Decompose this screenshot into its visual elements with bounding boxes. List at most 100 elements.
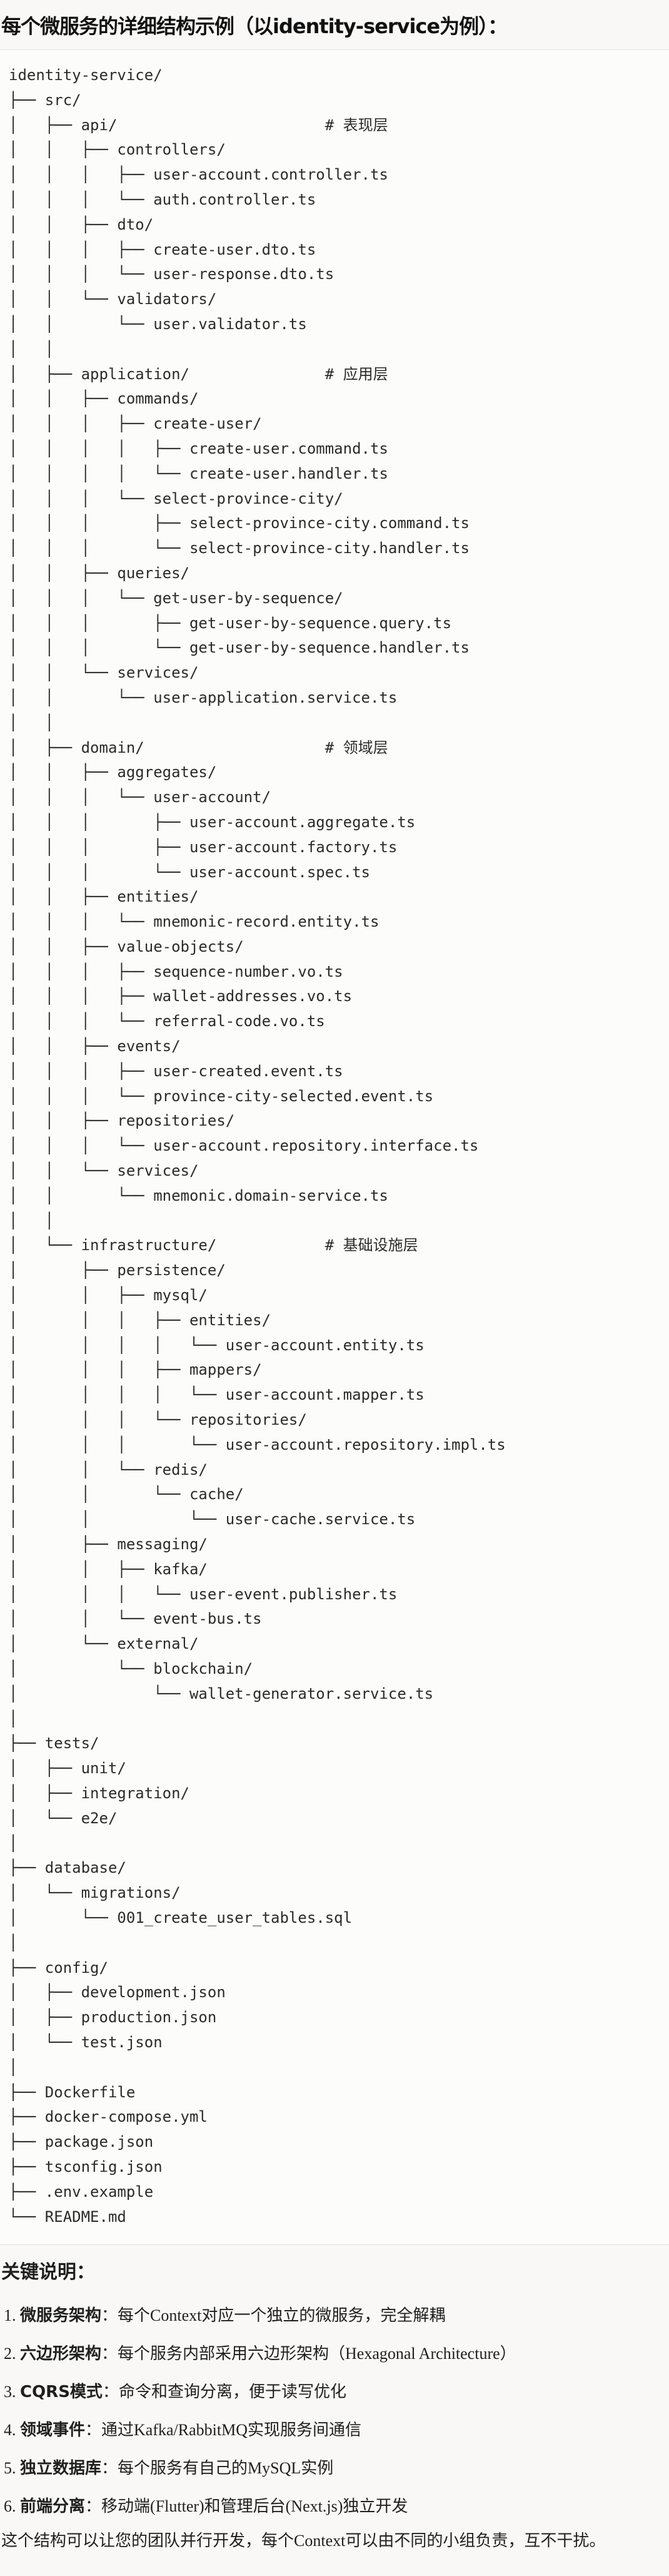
note-description: 命令和查询分离，便于读写优化 [118,2383,346,2401]
tree-line: │ └── external/ [9,1635,199,1653]
tree-line: │ │ │ ├── user-account.aggregate.ts [9,813,416,831]
note-separator: ： [101,2344,118,2363]
tree-line: │ │ │ └── auth.controller.ts [9,190,316,208]
tree-line: │ │ │ ├── select-province-city.command.t… [9,514,470,532]
page-title: 每个微服务的详细结构示例（以identity-service为例）： [1,14,508,38]
note-separator: ： [101,2459,118,2478]
tree-line: ├── .env.example [9,2182,154,2201]
tree-line: ├── package.json [9,2133,154,2151]
tree-line: │ │ [9,713,54,731]
note-item: 6. 前端分离：移动端(Flutter)和管理后台(Next.js)独立开发 [1,2487,669,2525]
tree-line: ├── database/ [9,1859,126,1877]
tree-line: │ ├── api/ # 表现层 [9,116,388,134]
note-term: 领域事件 [20,2421,86,2440]
tree-line: │ └── 001_create_user_tables.sql [9,1908,353,1927]
tree-line: │ │ │ ├── mappers/ [9,1361,262,1379]
tree-line: │ │ │ └── select-province-city.handler.t… [9,539,470,557]
tree-line: │ │ ├── dto/ [9,215,154,233]
tree-line: │ │ │ └── user-response.dto.ts [9,265,334,283]
closing-paragraph: 这个结构可以让您的团队并行开发，每个Context可以由不同的小组负责，互不干扰… [1,2532,606,2550]
note-item: 5. 独立数据库：每个服务有自己的MySQL实例 [1,2449,669,2487]
tree-line: │ │ [9,340,54,358]
tree-line: │ [9,1834,18,1852]
tree-line: │ │ │ └── select-province-city/ [9,489,343,507]
note-description: 每个服务有自己的MySQL实例 [118,2459,334,2478]
note-term: 六边形架构 [20,2344,102,2364]
tree-line: │ ├── application/ # 应用层 [9,365,388,383]
note-description: 每个服务内部采用六边形架构（Hexagonal Architecture） [118,2344,516,2363]
tree-line: │ │ │ ├── wallet-addresses.vo.ts [9,987,353,1005]
note-term: CQRS模式 [20,2383,103,2402]
tree-line: ├── src/ [9,91,81,109]
tree-line: │ └── test.json [9,2033,163,2051]
tree-line: │ ├── unit/ [9,1759,126,1778]
tree-line: ├── config/ [9,1958,108,1977]
tree-line: │ │ └── redis/ [9,1460,208,1479]
tree-line: │ │ ├── events/ [9,1037,181,1056]
note-separator: ： [102,2383,119,2401]
tree-line: │ │ └── cache/ [9,1485,244,1504]
note-number: 3. [4,2383,16,2401]
tree-line: │ │ ├── commands/ [9,390,199,408]
tree-line: │ │ │ └── user-account/ [9,788,271,807]
tree-line: ├── docker-compose.yml [9,2108,208,2126]
tree-line: ├── Dockerfile [9,2083,136,2101]
tree-line: │ │ └── user.validator.ts [9,315,307,333]
tree-line: │ │ │ └── mnemonic-record.entity.ts [9,913,380,931]
note-separator: ： [85,2421,102,2440]
tree-line: │ │ [9,1211,54,1229]
tree-line: │ ├── domain/ # 领域层 [9,738,388,756]
note-number: 2. [4,2344,16,2363]
tree-line: │ │ │ ├── create-user/ [9,415,262,433]
tree-line: ├── tsconfig.json [9,2157,163,2176]
tree-line: │ │ │ │ └── create-user.handler.ts [9,464,388,482]
tree-line: │ │ │ ├── user-created.event.ts [9,1062,343,1080]
note-term: 独立数据库 [20,2459,102,2478]
tree-line: │ └── e2e/ [9,1809,118,1827]
tree-line: │ └── wallet-generator.service.ts [9,1684,434,1703]
tree-line: │ [9,1933,18,1952]
tree-line: │ │ └── services/ [9,1162,199,1180]
tree-line: identity-service/ [9,66,163,84]
tree-line: │ │ │ ├── user-account.controller.ts [9,166,388,184]
note-separator: ： [101,2306,118,2325]
tree-line: │ │ │ └── user-account.repository.impl.t… [9,1435,506,1453]
note-item: 2. 六边形架构：每个服务内部采用六边形架构（Hexagonal Archite… [1,2334,669,2373]
tree-line: │ └── migrations/ [9,1884,181,1902]
note-separator: ： [85,2497,102,2516]
tree-line: │ │ ├── value-objects/ [9,937,244,955]
tree-line: │ │ │ └── referral-code.vo.ts [9,1012,325,1031]
tree-line: │ │ │ └── user-account.repository.interf… [9,1137,479,1155]
notes-title: 关键说明： [1,2261,95,2284]
note-description: 每个Context对应一个独立的微服务，完全解耦 [118,2306,446,2325]
tree-line: │ │ └── user-cache.service.ts [9,1510,416,1529]
note-description: 移动端(Flutter)和管理后台(Next.js)独立开发 [101,2497,408,2516]
note-item: 4. 领域事件：通过Kafka/RabbitMQ实现服务间通信 [1,2411,669,2449]
tree-line: │ │ └── mnemonic.domain-service.ts [9,1186,388,1204]
tree-line: │ │ ├── controllers/ [9,141,226,159]
tree-line: │ │ └── validators/ [9,290,217,308]
note-number: 1. [4,2306,16,2325]
tree-line: │ ├── production.json [9,2008,217,2027]
tree-line: │ │ ├── mysql/ [9,1286,208,1305]
tree-line: │ ├── messaging/ [9,1535,208,1554]
tree-line: │ │ └── event-bus.ts [9,1610,262,1628]
tree-line: │ │ │ ├── user-account.factory.ts [9,838,398,856]
tree-line: │ │ │ │ ├── create-user.command.ts [9,439,388,457]
note-term: 微服务架构 [20,2306,102,2326]
note-item: 3. CQRS模式：命令和查询分离，便于读写优化 [1,2373,669,2411]
tree-line: │ [9,1709,18,1728]
tree-line: │ │ │ │ └── user-account.mapper.ts [9,1386,425,1404]
note-number: 6. [4,2497,16,2516]
tree-line: │ ├── integration/ [9,1784,189,1802]
note-number: 4. [4,2421,16,2440]
note-item: 1. 微服务架构：每个Context对应一个独立的微服务，完全解耦 [1,2296,669,2334]
tree-line: │ │ │ │ └── user-account.entity.ts [9,1336,425,1354]
tree-line: │ │ │ └── user-account.spec.ts [9,863,370,881]
tree-line: │ └── infrastructure/ # 基础设施层 [9,1236,418,1255]
tree-line: └── README.md [9,2207,126,2226]
title-band: 每个微服务的详细结构示例（以identity-service为例）： [0,0,669,50]
directory-tree-code-block: identity-service/ ├── src/ │ ├── api/ # 表现… [0,50,669,2246]
tree-line: │ │ │ └── repositories/ [9,1411,307,1429]
